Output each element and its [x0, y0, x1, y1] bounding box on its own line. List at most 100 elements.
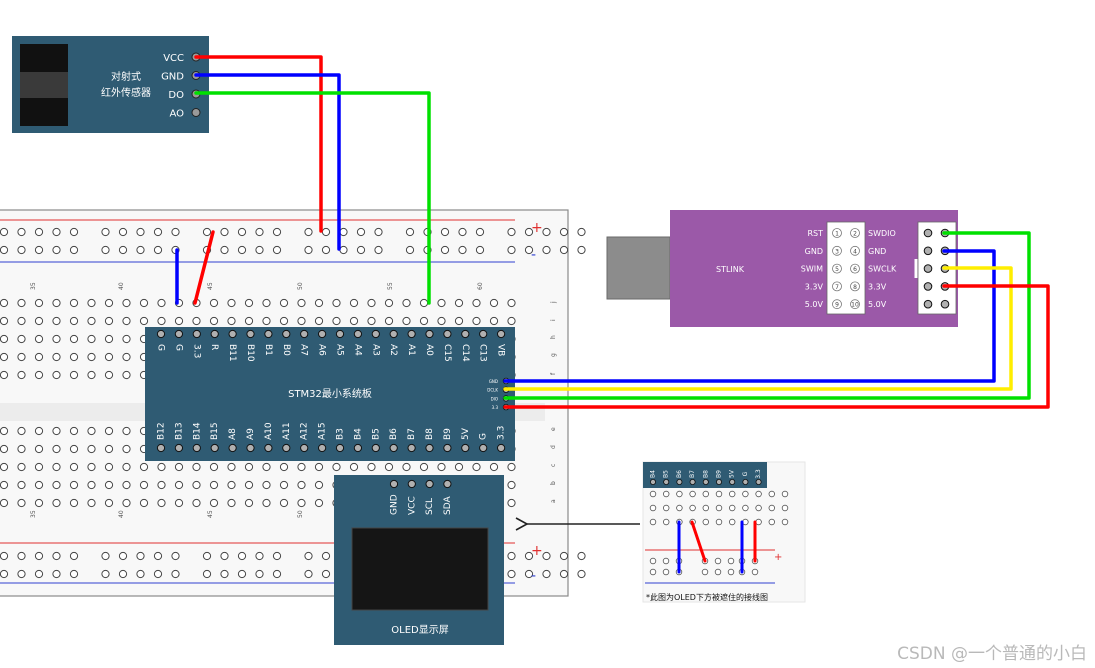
stm32-pin-label: B7: [407, 428, 417, 440]
oled-pin: [443, 479, 452, 489]
inset-hole: [702, 504, 709, 512]
terminal-hole: [297, 298, 306, 308]
stm32-pin-label: A15: [318, 422, 328, 440]
column-number: 55: [387, 282, 394, 290]
rail-hole: [304, 227, 313, 237]
rail-hole: [237, 245, 247, 255]
rail-hole: [374, 227, 383, 237]
rail-hole: [17, 227, 26, 237]
stm32-pin-label: A4: [352, 344, 362, 356]
inset-hole: [689, 504, 696, 512]
stm32-pin: [461, 443, 470, 453]
stm32-pin-label: A9: [246, 428, 256, 440]
terminal-hole: [0, 462, 9, 472]
terminal-hole: [419, 298, 429, 308]
terminal-hole: [437, 298, 446, 308]
oled-pin: [407, 479, 416, 489]
inset-pin: [689, 478, 696, 485]
stm32-pin-label: R: [209, 344, 219, 350]
oled-pin-label: GND: [390, 494, 400, 515]
stlink-left-label: 3.3V: [805, 282, 824, 291]
wire-rail-vcc: [193, 230, 215, 305]
stm32-pin: [425, 329, 434, 339]
terminal-hole: [34, 444, 44, 454]
stm32-pin-label: 5V: [461, 427, 471, 440]
rail-hole: [237, 227, 247, 237]
stm32-pin-label: A1: [406, 344, 416, 356]
terminal-hole: [34, 352, 44, 362]
stlink-right-label: GND: [868, 247, 886, 256]
terminal-hole: [69, 316, 79, 326]
rail-hole: [171, 227, 180, 237]
stlink-pin: [923, 282, 933, 291]
inset-pin: [755, 478, 762, 485]
stm32-pin: [282, 329, 291, 339]
stlink-right-label: SWCLK: [868, 265, 897, 274]
ir-module-title-2: 红外传感器: [101, 86, 151, 99]
stm32-pin-label: C13: [478, 344, 488, 362]
wire-ir-gnd: [194, 73, 341, 251]
stlink-pin: [940, 299, 950, 309]
terminal-hole: [244, 316, 254, 326]
terminal-hole: [87, 498, 96, 508]
inset-hole: [742, 504, 749, 512]
terminal-hole: [192, 480, 201, 490]
stm32-pin-label: B11: [227, 344, 237, 362]
inset-hole: [689, 490, 696, 498]
stlink-pin-number-text: 4: [853, 248, 857, 255]
terminal-hole: [139, 462, 149, 472]
inset-pin-label: G: [742, 471, 749, 476]
rail-hole: [171, 569, 180, 579]
terminal-hole: [437, 316, 446, 326]
stm32-pin: [407, 443, 416, 453]
rail-hole: [542, 227, 551, 237]
ir-pin: [191, 108, 201, 117]
stm32-pin-label: C14: [460, 344, 470, 362]
inset-plus-label: +: [774, 552, 782, 563]
terminal-hole: [0, 316, 9, 326]
terminal-hole: [0, 352, 9, 362]
terminal-hole: [52, 352, 61, 362]
column-number: 40: [118, 510, 125, 518]
inset-pin-label: B5: [663, 470, 670, 478]
row-letter: d: [550, 445, 557, 449]
stm32-pin: [479, 329, 488, 339]
rail-hole: [507, 245, 516, 255]
terminal-hole: [174, 480, 184, 490]
terminal-hole: [104, 370, 114, 380]
terminal-hole: [297, 498, 306, 508]
terminal-hole: [174, 316, 184, 326]
stm32-pin-label: 3.3: [191, 344, 201, 358]
inset-pin: [663, 478, 670, 485]
stm32-pin: [389, 329, 398, 339]
stlink-left-label: GND: [805, 247, 823, 256]
rail-hole: [321, 569, 331, 579]
stm32-pin-label: B14: [192, 422, 202, 440]
column-number: 35: [30, 282, 37, 290]
terminal-hole: [454, 298, 464, 308]
rail-hole: [475, 227, 485, 237]
stm32-pin-label: A2: [388, 344, 398, 356]
column-number: 40: [118, 282, 125, 290]
inset-hole: [649, 557, 657, 565]
inset-hole: [751, 568, 759, 576]
stm32-pin-label: G: [173, 344, 183, 351]
rail-hole: [304, 569, 313, 579]
terminal-hole: [314, 316, 324, 326]
stlink-pin-number-text: 2: [853, 231, 857, 238]
inset-hole: [715, 518, 723, 526]
stm32-pin: [443, 329, 452, 339]
stm32-pin-label: A11: [282, 422, 292, 440]
column-number: 45: [207, 282, 214, 290]
stlink-pin-number: [832, 299, 842, 310]
terminal-hole: [34, 334, 44, 344]
terminal-hole: [227, 498, 236, 508]
stm32-pin: [264, 329, 273, 339]
terminal-hole: [122, 480, 131, 490]
terminal-hole: [262, 498, 271, 508]
stm32-pin: [497, 329, 506, 339]
inset-hole: [727, 557, 735, 565]
terminal-hole: [262, 298, 271, 308]
terminal-hole: [367, 462, 376, 472]
